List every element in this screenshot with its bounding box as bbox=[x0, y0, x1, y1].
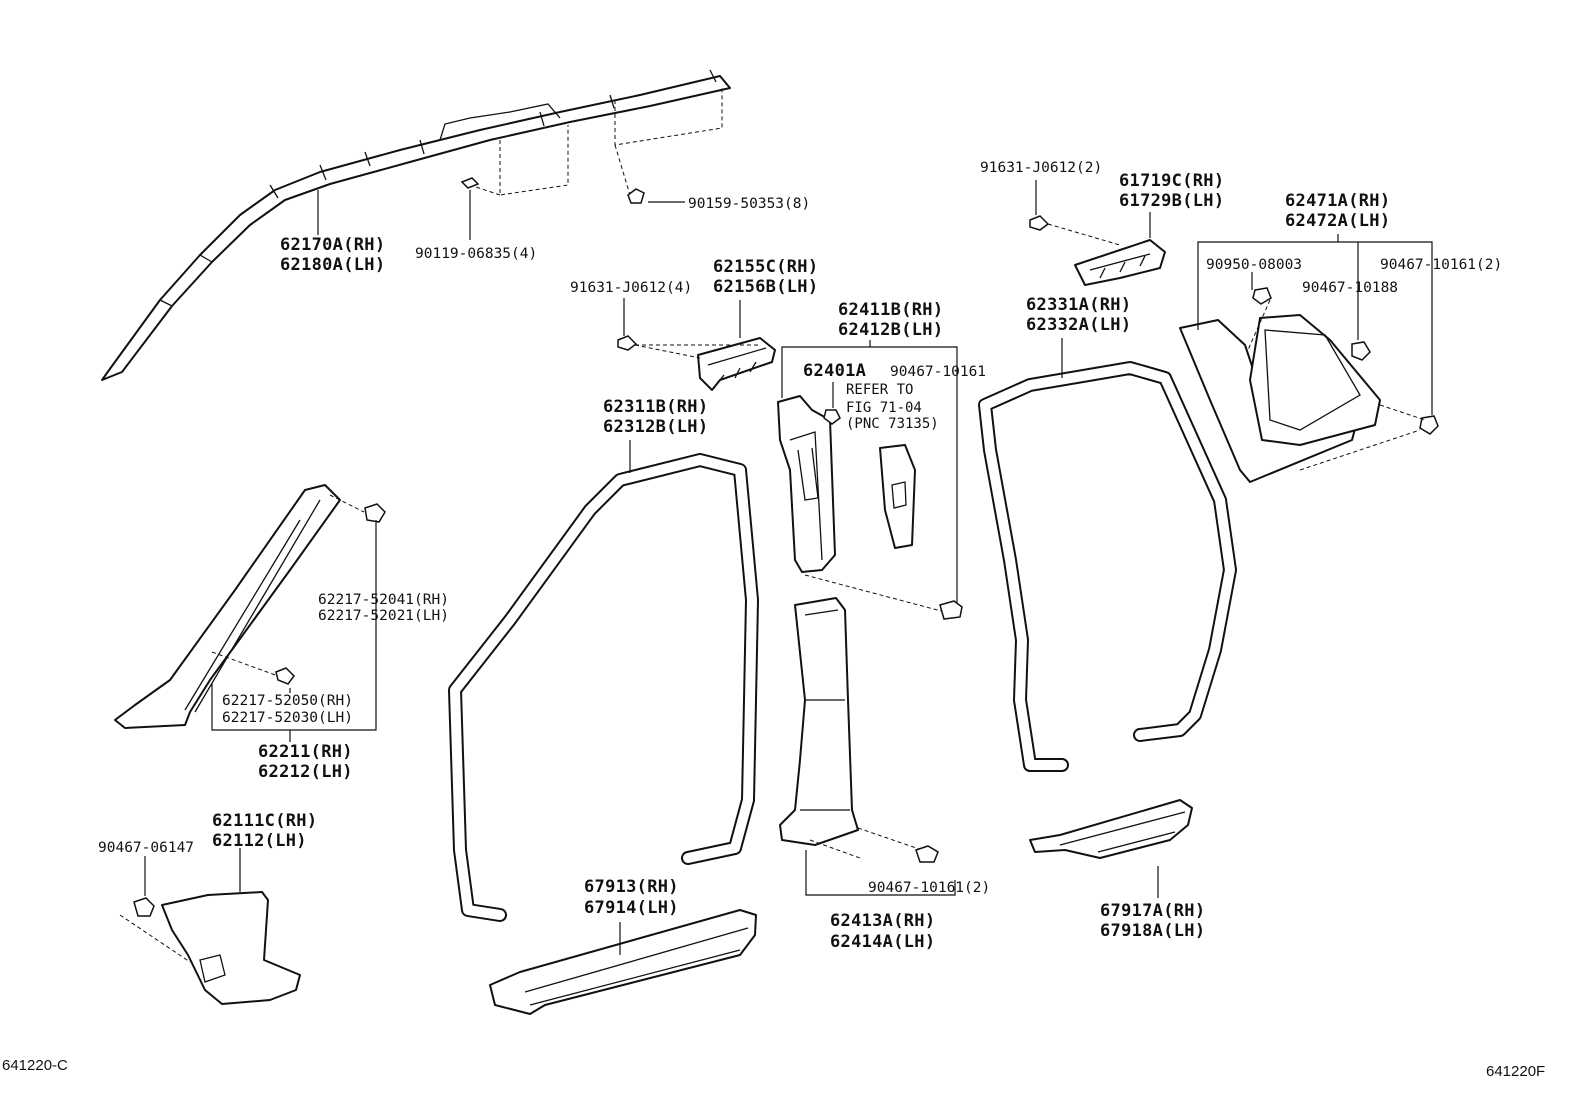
curtain-airbag-part bbox=[101, 69, 731, 381]
label-62170a: 62170A(RH) bbox=[280, 235, 385, 255]
label-61729b: 61729B(LH) bbox=[1119, 191, 1224, 211]
cowl-side-trim-part bbox=[119, 848, 301, 1005]
label-91631-j0612-2: 91631-J0612(2) bbox=[980, 160, 1102, 176]
bracket-62155-part bbox=[617, 298, 776, 391]
label-90467-10161-2-b: 90467-10161(2) bbox=[868, 880, 990, 896]
label-90950-08003: 90950-08003 bbox=[1206, 257, 1302, 273]
label-62332a: 62332A(LH) bbox=[1026, 315, 1131, 335]
label-67913: 67913(RH) bbox=[584, 877, 679, 897]
label-67917a: 67917A(RH) bbox=[1100, 901, 1205, 921]
front-door-weatherstrip-part bbox=[448, 440, 759, 922]
label-62111c: 62111C(RH) bbox=[212, 811, 317, 831]
rear-door-weatherstrip-part bbox=[978, 338, 1237, 772]
label-90467-10161-2-a: 90467-10161(2) bbox=[1380, 257, 1502, 273]
label-62217-52050: 62217-52050(RH) bbox=[222, 693, 353, 709]
label-91631-j0612-4: 91631-J0612(4) bbox=[570, 280, 692, 296]
label-67918a: 67918A(LH) bbox=[1100, 921, 1205, 941]
label-62211: 62211(RH) bbox=[258, 742, 353, 762]
label-62217-52030: 62217-52030(LH) bbox=[222, 710, 353, 726]
quarter-trim-part bbox=[1179, 234, 1439, 483]
diagram-code-left: 641220-C bbox=[2, 1057, 68, 1074]
label-62217-52041: 62217-52041(RH) bbox=[318, 592, 449, 608]
b-pillar-upper-part bbox=[777, 340, 958, 613]
label-62112: 62112(LH) bbox=[212, 831, 307, 851]
label-62212: 62212(LH) bbox=[258, 762, 353, 782]
label-62401a: 62401A bbox=[803, 361, 866, 381]
grip-bracket-61719-part bbox=[1029, 180, 1166, 286]
front-scuff-plate-part bbox=[489, 909, 757, 1015]
a-pillar-trim-part bbox=[114, 484, 386, 742]
label-90159: 90159-50353(8) bbox=[688, 196, 810, 212]
clip-90467-06147-icon bbox=[133, 897, 155, 917]
label-62331a: 62331A(RH) bbox=[1026, 295, 1131, 315]
rear-scuff-plate-part bbox=[1029, 799, 1193, 898]
refer-line-3: (PNC 73135) bbox=[846, 416, 939, 432]
label-62471a: 62471A(RH) bbox=[1285, 191, 1390, 211]
label-67914: 67914(LH) bbox=[584, 898, 679, 918]
diagram-code-right: 641220F bbox=[1486, 1063, 1545, 1080]
label-90119: 90119-06835(4) bbox=[415, 246, 537, 262]
label-90467-10161-a: 90467-10161 bbox=[890, 364, 986, 380]
clip-90467-a-icon bbox=[939, 600, 963, 620]
label-62412b: 62412B(LH) bbox=[838, 320, 943, 340]
label-62180a: 62180A(LH) bbox=[280, 255, 385, 275]
label-62414a: 62414A(LH) bbox=[830, 932, 935, 952]
label-62311b: 62311B(RH) bbox=[603, 397, 708, 417]
label-62155c: 62155C(RH) bbox=[713, 257, 818, 277]
label-61719c: 61719C(RH) bbox=[1119, 171, 1224, 191]
label-62217-52021: 62217-52021(LH) bbox=[318, 608, 449, 624]
label-90467-10188: 90467-10188 bbox=[1302, 280, 1398, 296]
label-62413a: 62413A(RH) bbox=[830, 911, 935, 931]
b-pillar-lower-part bbox=[779, 597, 956, 896]
refer-line-1: REFER TO bbox=[846, 382, 913, 398]
label-62312b: 62312B(LH) bbox=[603, 417, 708, 437]
label-62156b: 62156B(LH) bbox=[713, 277, 818, 297]
refer-line-2: FIG 71-04 bbox=[846, 400, 922, 416]
label-62472a: 62472A(LH) bbox=[1285, 211, 1390, 231]
label-62411b: 62411B(RH) bbox=[838, 300, 943, 320]
label-90467-06147: 90467-06147 bbox=[98, 840, 194, 856]
